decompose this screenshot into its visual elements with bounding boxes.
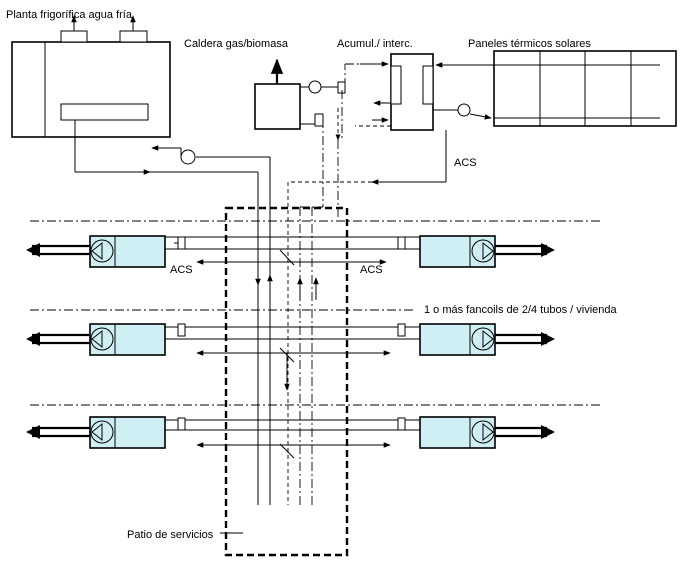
floor-3 <box>30 404 600 459</box>
fancoil-right-2 <box>397 323 555 356</box>
fancoil-left-3 <box>26 416 186 449</box>
floor-2 <box>30 309 420 363</box>
accumulator-label: Acumul./ interc. <box>337 38 413 50</box>
acs-supply-pipes <box>287 108 447 505</box>
fancoils-label: 1 o más fancoils de 2/4 tubos / vivienda <box>424 304 617 316</box>
patio-label: Patio de servicios <box>127 529 214 541</box>
chiller-label: Planta frigorífica agua fría <box>6 9 133 21</box>
acs-label-top: ACS <box>454 157 477 169</box>
chiller-unit <box>11 15 171 138</box>
solar-panel-array <box>457 50 677 127</box>
boiler-label: Caldera gas/biomasa <box>184 38 289 50</box>
solar-circuit-pipes <box>355 61 494 127</box>
solar-panels-label: Paneles térmicos solares <box>468 38 591 50</box>
acs-label-left: ACS <box>170 264 193 276</box>
service-patio-outline <box>224 206 349 557</box>
riser-pipes <box>255 206 323 505</box>
fancoil-right-3 <box>397 416 555 449</box>
acs-label-right: ACS <box>360 264 383 276</box>
accumulator-unit <box>390 53 434 131</box>
fancoil-right-1 <box>397 235 555 268</box>
boiler-unit <box>254 58 346 130</box>
fancoil-left-1 <box>26 235 186 268</box>
fancoil-left-2 <box>26 323 186 356</box>
boiler-circuit-pipes <box>300 63 360 220</box>
